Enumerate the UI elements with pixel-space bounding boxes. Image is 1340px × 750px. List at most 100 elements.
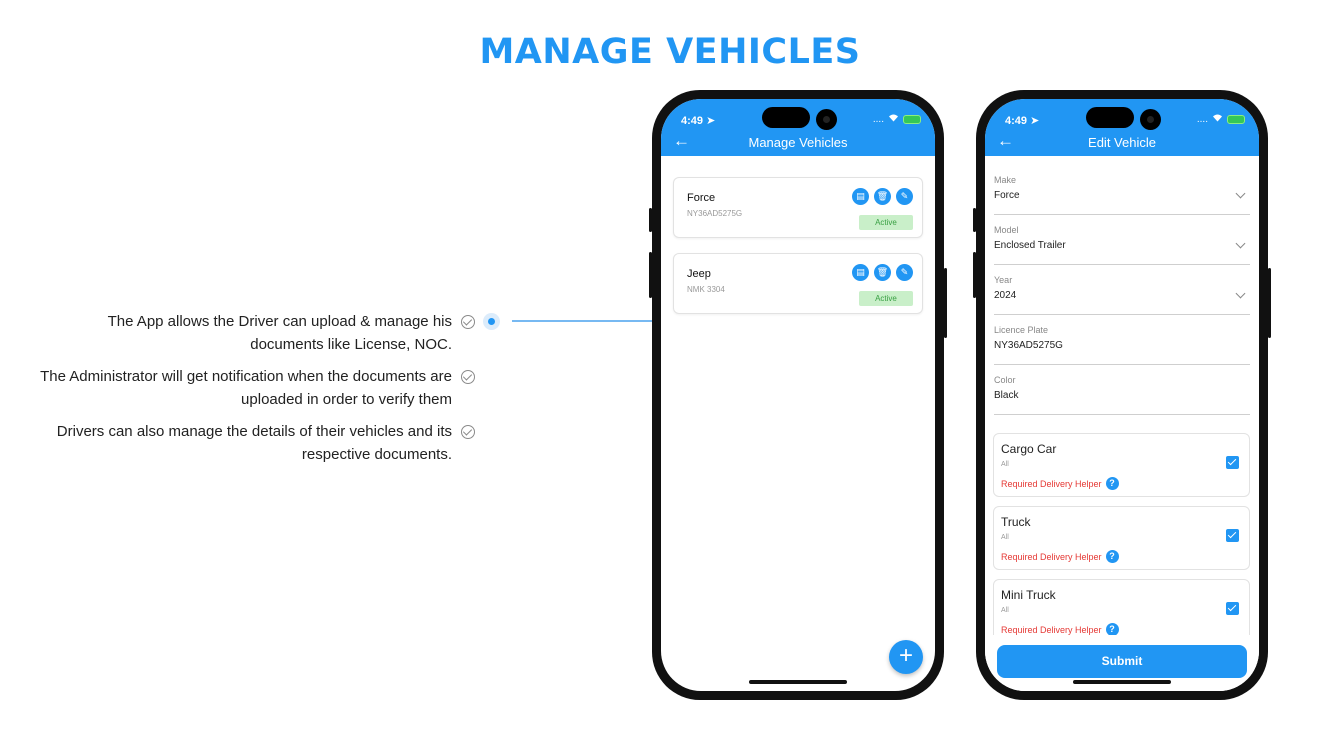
- home-indicator: [1073, 680, 1171, 684]
- location-icon: ➤: [706, 115, 716, 127]
- field-value: Force: [994, 190, 1020, 201]
- feature-text: The Administrator will get notification …: [40, 368, 452, 408]
- battery-icon: [903, 114, 921, 124]
- phone-manage-vehicles: 4:49 ➤ .... ← Manage Vehicles Force NY36…: [649, 90, 947, 700]
- help-icon[interactable]: ?: [1105, 550, 1119, 563]
- page-title: MANAGE VEHICLES: [479, 32, 861, 72]
- field-label: Make: [994, 175, 1017, 185]
- wifi-icon: [888, 113, 899, 125]
- connector-dot: [483, 313, 500, 330]
- vehicle-card[interactable]: Jeep NMK 3304 ▤ 🗑 ✎ Active: [673, 253, 923, 314]
- field-value: 2024: [994, 290, 1017, 301]
- signal-icon: ....: [1196, 113, 1208, 125]
- phone-side-button: [1268, 268, 1271, 338]
- feature-item: The App allows the Driver can upload & m…: [40, 310, 480, 356]
- phone-screen: 4:49 ➤ .... ← Edit Vehicle Make Force Mo…: [985, 99, 1259, 691]
- chevron-down-icon: [1235, 238, 1246, 249]
- vehicle-type-card[interactable]: Mini Truck All Required Delivery Helper?: [993, 579, 1250, 643]
- check-circle-icon: [461, 370, 475, 384]
- screen-title: Edit Vehicle: [1088, 135, 1156, 150]
- licence-plate-input[interactable]: Licence Plate NY36AD5275G: [994, 325, 1250, 365]
- help-icon[interactable]: ?: [1105, 623, 1119, 636]
- check-circle-icon: [461, 315, 475, 329]
- check-circle-icon: [461, 425, 475, 439]
- phone-side-button: [973, 252, 976, 298]
- dynamic-island: [1086, 107, 1134, 128]
- back-arrow-icon[interactable]: ←: [997, 131, 1014, 150]
- screen-title: Manage Vehicles: [748, 135, 848, 150]
- phone-side-button: [649, 208, 652, 232]
- phone-side-button: [649, 252, 652, 298]
- feature-item: The Administrator will get notification …: [40, 365, 480, 411]
- camera-icon: [1140, 109, 1161, 130]
- vehicle-type-card[interactable]: Truck All Required Delivery Helper?: [993, 506, 1250, 570]
- type-subtitle: All: [1001, 534, 1009, 541]
- documents-icon[interactable]: ▤: [852, 264, 869, 281]
- status-indicators: ....: [873, 113, 921, 125]
- vehicle-card[interactable]: Force NY36AD5275G ▤ 🗑 ✎ Active: [673, 177, 923, 238]
- battery-icon: [1227, 114, 1245, 124]
- vehicle-plate: NY36AD5275G: [687, 209, 743, 218]
- submit-area: Submit: [985, 635, 1259, 691]
- type-name: Mini Truck: [1001, 588, 1056, 602]
- phone-side-button: [944, 268, 947, 338]
- app-bar: 4:49 ➤ .... ← Manage Vehicles: [661, 99, 935, 156]
- field-label: Color: [994, 375, 1016, 385]
- type-checkbox[interactable]: [1226, 529, 1239, 542]
- color-input[interactable]: Color Black: [994, 375, 1250, 415]
- make-select[interactable]: Make Force: [994, 175, 1250, 215]
- type-checkbox[interactable]: [1226, 456, 1239, 469]
- vehicle-type-card[interactable]: Cargo Car All Required Delivery Helper?: [993, 433, 1250, 497]
- type-note: Required Delivery Helper?: [1001, 623, 1119, 636]
- status-time: 4:49 ➤: [1005, 115, 1040, 127]
- edit-icon[interactable]: ✎: [896, 264, 913, 281]
- delete-icon[interactable]: 🗑: [874, 264, 891, 281]
- type-checkbox[interactable]: [1226, 602, 1239, 615]
- type-name: Cargo Car: [1001, 442, 1057, 456]
- signal-icon: ....: [872, 113, 884, 125]
- submit-button[interactable]: Submit: [997, 645, 1247, 678]
- feature-item: Drivers can also manage the details of t…: [40, 420, 480, 466]
- vehicle-name: Jeep: [687, 268, 711, 280]
- app-bar: 4:49 ➤ .... ← Edit Vehicle: [985, 99, 1259, 156]
- status-time: 4:49 ➤: [681, 115, 716, 127]
- camera-icon: [816, 109, 837, 130]
- vehicle-name: Force: [687, 192, 716, 204]
- delete-icon[interactable]: 🗑: [874, 188, 891, 205]
- model-select[interactable]: Model Enclosed Trailer: [994, 225, 1250, 265]
- feature-text: Drivers can also manage the details of t…: [56, 423, 452, 463]
- location-icon: ➤: [1030, 115, 1040, 127]
- field-label: Licence Plate: [994, 325, 1049, 335]
- type-subtitle: All: [1001, 607, 1009, 614]
- field-value: NY36AD5275G: [994, 340, 1063, 351]
- chevron-down-icon: [1235, 188, 1246, 199]
- status-badge: Active: [859, 215, 913, 230]
- phone-screen: 4:49 ➤ .... ← Manage Vehicles Force NY36…: [661, 99, 935, 691]
- phone-edit-vehicle: 4:49 ➤ .... ← Edit Vehicle Make Force Mo…: [973, 90, 1271, 700]
- type-subtitle: All: [1001, 461, 1009, 468]
- status-badge: Active: [859, 291, 913, 306]
- documents-icon[interactable]: ▤: [852, 188, 869, 205]
- phone-side-button: [973, 208, 976, 232]
- help-icon[interactable]: ?: [1105, 477, 1119, 490]
- chevron-down-icon: [1235, 288, 1246, 299]
- field-label: Year: [994, 275, 1013, 285]
- wifi-icon: [1212, 113, 1223, 125]
- type-note: Required Delivery Helper?: [1001, 550, 1119, 563]
- feature-text: The App allows the Driver can upload & m…: [107, 313, 452, 353]
- home-indicator: [749, 680, 847, 684]
- dynamic-island: [762, 107, 810, 128]
- type-note: Required Delivery Helper?: [1001, 477, 1119, 490]
- year-select[interactable]: Year 2024: [994, 275, 1250, 315]
- status-indicators: ....: [1197, 113, 1245, 125]
- back-arrow-icon[interactable]: ←: [673, 131, 690, 150]
- add-vehicle-button[interactable]: +: [889, 640, 923, 674]
- vehicle-plate: NMK 3304: [687, 285, 725, 294]
- feature-list: The App allows the Driver can upload & m…: [40, 310, 480, 475]
- edit-icon[interactable]: ✎: [896, 188, 913, 205]
- type-name: Truck: [1001, 515, 1031, 529]
- field-value: Black: [994, 390, 1019, 401]
- field-label: Model: [994, 225, 1019, 235]
- connector-line: [512, 320, 652, 322]
- field-value: Enclosed Trailer: [994, 240, 1066, 251]
